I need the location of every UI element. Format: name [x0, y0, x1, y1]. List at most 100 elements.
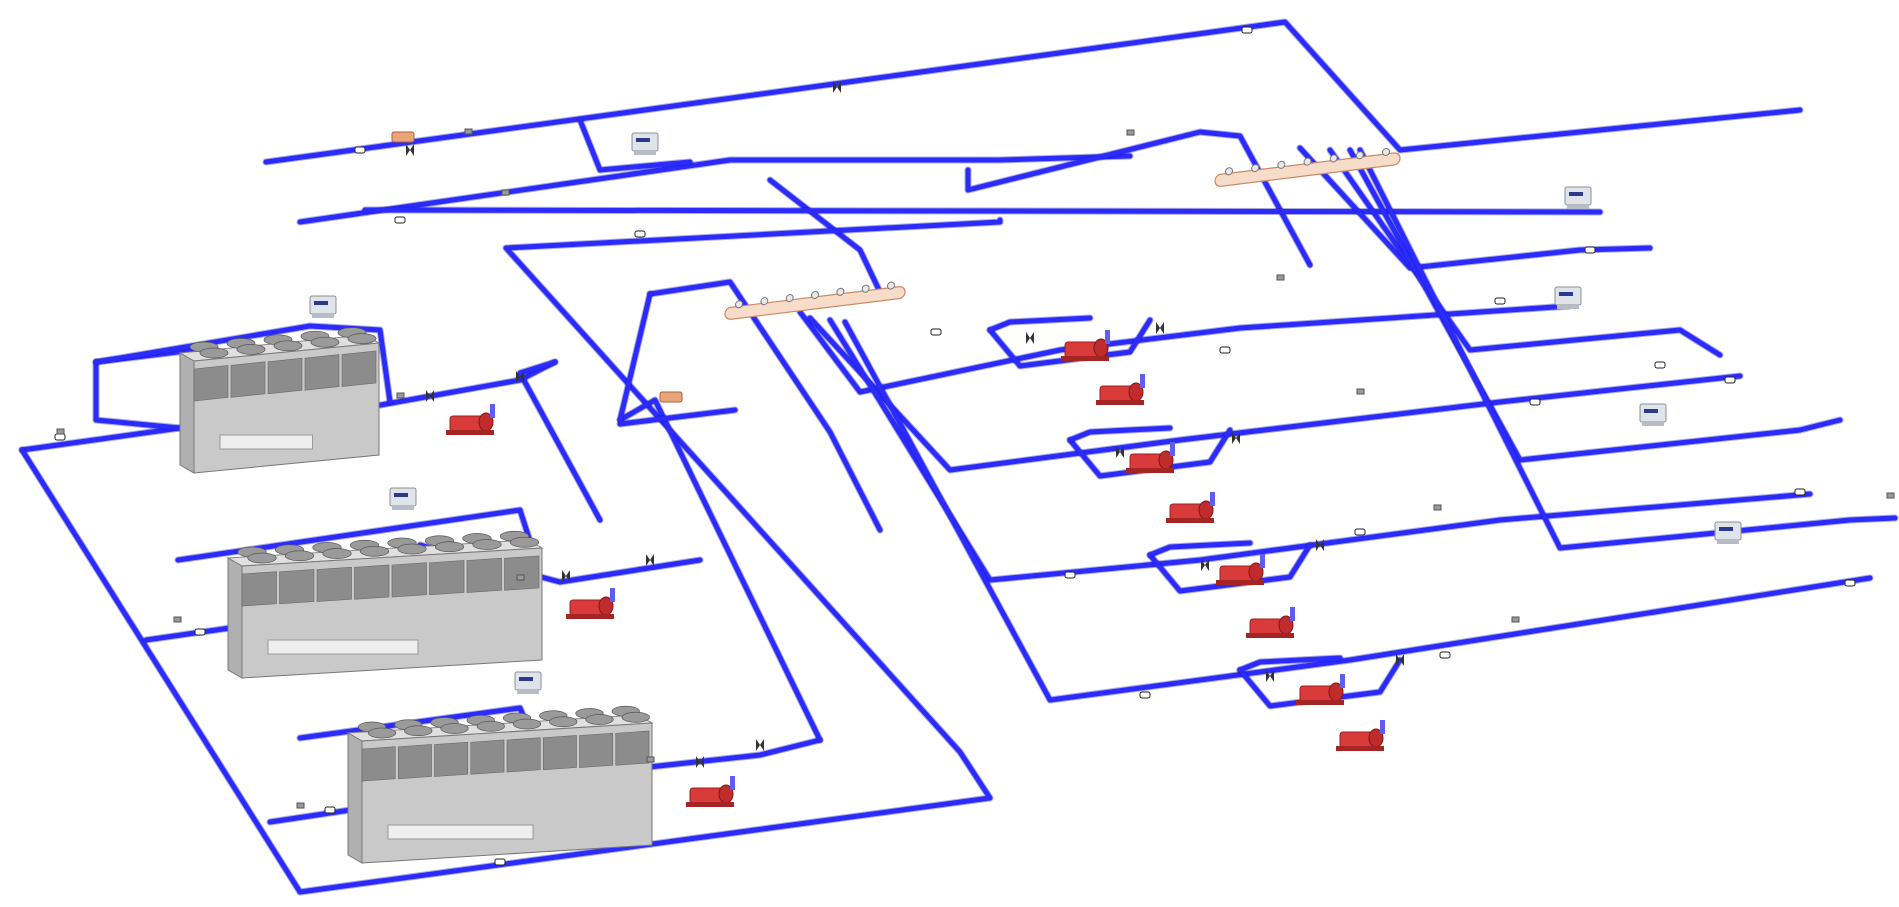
flow-arrow-icon [1439, 651, 1451, 659]
chiller-compressor [267, 639, 419, 655]
fan-icon [273, 340, 303, 352]
pump-nozzle [1210, 492, 1215, 506]
pipe-segment [93, 359, 183, 431]
pump-nozzle [490, 404, 495, 418]
controller-display [314, 301, 328, 305]
chiller-panel [354, 564, 390, 600]
pipe-segment [807, 315, 1743, 473]
fan-icon [322, 548, 352, 559]
header-port [811, 290, 819, 299]
valve-icon [562, 570, 570, 582]
controller-display [394, 493, 408, 497]
header-port [1382, 147, 1390, 157]
pump-nozzle [730, 776, 735, 790]
sensor-tag-icon [1356, 388, 1365, 395]
pump-icon [1096, 374, 1145, 405]
pipe-segment [842, 319, 1873, 703]
fan-icon [404, 725, 433, 737]
controller-box-icon [1564, 186, 1592, 209]
pump-base [566, 614, 614, 619]
header-port [1251, 164, 1260, 173]
chiller-panel [429, 560, 465, 596]
controller-box-icon [631, 132, 659, 155]
chiller-panel [506, 737, 541, 773]
valve-icon [1026, 332, 1034, 344]
controller-base [1642, 422, 1664, 426]
chiller-compressor [387, 824, 534, 840]
header-port [735, 300, 743, 309]
chiller-panel [542, 735, 577, 771]
fan-icon [367, 727, 397, 739]
flow-arrow-icon [1064, 571, 1076, 579]
pump-icon [1216, 554, 1265, 585]
sensor-tag-icon [1126, 129, 1135, 136]
fan-icon [310, 336, 340, 348]
pump-base [1126, 468, 1174, 473]
pipe-shadow [92, 358, 184, 432]
chiller-panel [397, 744, 432, 780]
controller-base [1717, 540, 1739, 544]
expansion-device-icon [391, 131, 415, 143]
pump-nozzle [1290, 607, 1295, 621]
sensor-tag-icon [1276, 274, 1285, 281]
pump-icon [1126, 442, 1175, 473]
header-port [887, 281, 895, 290]
valve-icon [1232, 432, 1240, 444]
chiller-panel [279, 569, 315, 605]
pipe-segment [143, 625, 233, 643]
header-port [861, 284, 870, 293]
fan-icon [434, 541, 465, 553]
controller-display [1719, 527, 1733, 531]
controller-display [636, 138, 650, 142]
controller-box-icon [1554, 286, 1582, 309]
chiller-panel [466, 557, 502, 593]
sensor-tag-icon [646, 756, 655, 763]
flow-arrow-icon [634, 230, 646, 238]
header-port [1329, 154, 1338, 163]
pipe-shadow [262, 18, 1804, 166]
fan-icon [549, 716, 578, 728]
chiller-panel [504, 555, 540, 591]
pipe-segment [965, 129, 1313, 268]
header-port [1303, 157, 1312, 166]
pipe-segment [1067, 425, 1173, 443]
fan-icon [512, 718, 542, 730]
pump-nozzle [610, 588, 615, 602]
sensor-tag-icon [501, 189, 510, 196]
header-port [760, 297, 769, 306]
chiller-panel [193, 365, 229, 402]
chiller-unit-2 [226, 530, 544, 679]
header-port [1225, 167, 1233, 176]
pump-icon [686, 776, 735, 807]
chiller-side [179, 352, 195, 474]
valve-icon [1396, 654, 1404, 666]
fan-icon [236, 344, 266, 355]
controller-display [1569, 192, 1583, 196]
pipe-segment [297, 153, 1133, 225]
fan-icon [247, 552, 277, 564]
pipe-segment [1327, 147, 1723, 358]
flow-arrow-icon [494, 858, 506, 866]
valve-icon [1266, 670, 1274, 682]
chiller-panel [579, 732, 614, 768]
pump-base [1216, 580, 1264, 585]
pump-base [686, 802, 734, 807]
fan-icon [476, 720, 505, 732]
chiller-panel [615, 730, 650, 766]
pipe-shadow [964, 128, 1314, 269]
pipe-segment [263, 19, 1803, 165]
fan-icon [621, 711, 650, 723]
sensor-tag-icon [396, 392, 405, 399]
flow-arrow-icon [1844, 579, 1856, 587]
fan-icon [472, 539, 502, 550]
flow-markers [54, 26, 1895, 866]
controller-box-icon [514, 671, 542, 694]
sensor-tag-icon [516, 574, 525, 581]
sensor-tag-icon [173, 616, 182, 623]
pipe-segment [1147, 540, 1253, 558]
header-port [1355, 151, 1364, 160]
pipe-segment [617, 291, 653, 423]
chiller-panel [241, 571, 277, 607]
sensor-tag-icon [1886, 492, 1895, 499]
